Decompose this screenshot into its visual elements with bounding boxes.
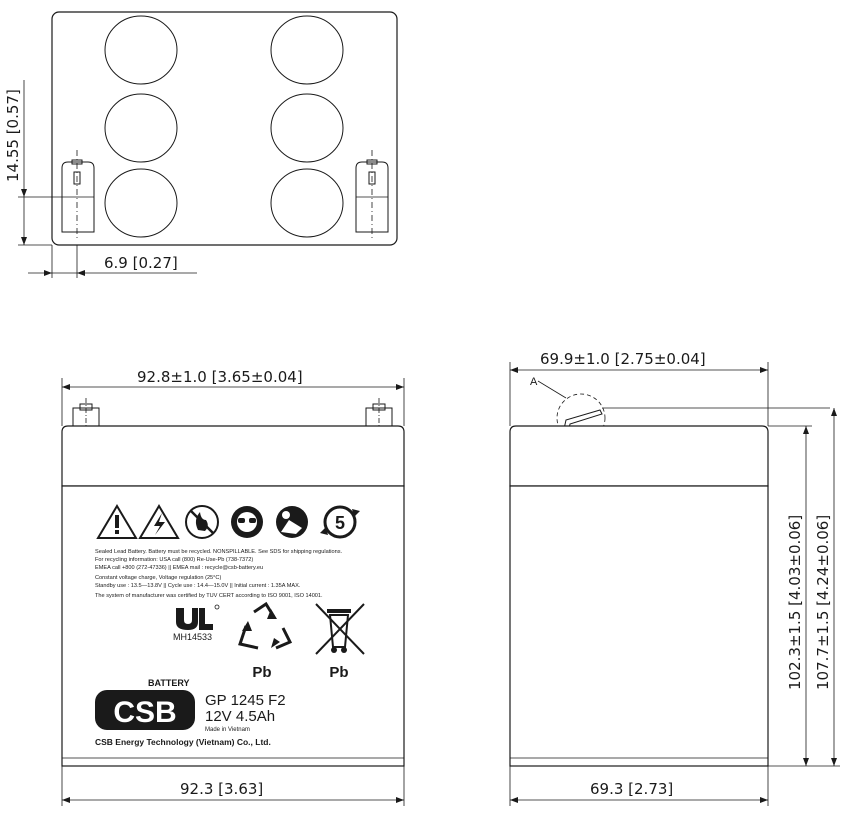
dimension-front-bottom-width: 92.3 [3.63] — [61, 766, 405, 806]
warning-line: EMEA call +800 (272-47336) || EMEA mail … — [95, 565, 263, 571]
warning-line: The system of manufacturer was certified… — [95, 593, 323, 599]
side-view: 69.9±1.0 [2.75±0.04] A 102.3±1.5 [4.03±0… — [509, 350, 840, 806]
warning-line: Sealed Lead Battery. Battery must be rec… — [95, 549, 343, 555]
electric-hazard-icon — [138, 504, 180, 539]
side-case — [509, 485, 769, 767]
dim-label-front-top-width: 92.8±1.0 [3.65±0.04] — [137, 368, 303, 386]
read-manual-icon — [276, 506, 308, 538]
brand-battery-word: BATTERY — [148, 678, 190, 688]
warning-line: Standby use : 13.5—13.8V || Cycle use : … — [95, 583, 301, 589]
crossed-out-bin-icon: Pb — [315, 603, 365, 681]
dim-label-side-height-outer: 107.7±1.5 [4.24±0.06] — [814, 515, 832, 690]
recycle-icon: Pb — [238, 601, 293, 681]
safety-icons: 5 — [96, 504, 360, 539]
dim-label-terminal-height: 14.55 [0.57] — [4, 89, 22, 182]
recycle-5-icon: 5 — [320, 505, 360, 539]
csb-logo-text: CSB — [113, 696, 176, 729]
dimension-side-height-inner: 102.3±1.5 [4.03±0.06] — [768, 425, 840, 767]
ul-recognized-mark: MH14533 — [173, 604, 220, 642]
no-flame-icon — [185, 505, 219, 539]
warning-icon — [96, 504, 138, 539]
made-in: Made in Vietnam — [205, 727, 250, 733]
cycle-number: 5 — [335, 513, 345, 533]
dim-label-side-height-inner: 102.3±1.5 [4.03±0.06] — [786, 515, 804, 690]
front-view: 92.8±1.0 [3.65±0.04] — [61, 368, 405, 806]
warning-line: Constant voltage charge, Voltage regulat… — [95, 575, 221, 581]
cell-cap — [270, 168, 344, 238]
brand-block: BATTERY CSB GP 1245 F2 12V 4.5Ah Made in… — [95, 678, 286, 747]
top-view: 14.55 [0.57] 6.9 [0.27] — [4, 11, 398, 278]
csb-logo — [95, 690, 195, 730]
dimension-side-height-outer: 107.7±1.5 [4.24±0.06] — [814, 408, 837, 766]
cell-cap — [104, 15, 178, 85]
dimension-side-top-width: 69.9±1.0 [2.75±0.04] — [509, 350, 769, 426]
eye-protection-icon — [231, 506, 263, 538]
dimension-front-top-width: 92.8±1.0 [3.65±0.04] — [61, 368, 405, 426]
company-name: CSB Energy Technology (Vietnam) Co., Ltd… — [95, 737, 271, 747]
warning-fine-print: Sealed Lead Battery. Battery must be rec… — [95, 549, 343, 599]
ul-file-number: MH14533 — [173, 632, 212, 642]
dim-label-terminal-offset: 6.9 [0.27] — [104, 254, 178, 272]
terminal-right — [355, 150, 389, 240]
front-lid — [61, 425, 405, 487]
dimension-terminal-height: 14.55 [0.57] — [4, 80, 62, 246]
dim-label-side-bottom-width: 69.3 [2.73] — [590, 780, 673, 798]
cell-cap — [104, 168, 178, 238]
dimension-side-bottom-width: 69.3 [2.73] — [509, 766, 769, 806]
dim-label-side-top-width: 69.9±1.0 [2.75±0.04] — [540, 350, 706, 368]
front-terminal-right — [365, 398, 393, 430]
recycle-label: Pb — [252, 664, 271, 681]
warning-line: For recycling information: USA call (800… — [95, 557, 253, 563]
detail-label: A — [530, 376, 538, 388]
battery-rating: 12V 4.5Ah — [205, 708, 275, 725]
dimension-terminal-offset: 6.9 [0.27] — [28, 245, 197, 278]
cell-cap — [270, 93, 344, 163]
side-lid — [509, 425, 769, 487]
cell-cap — [104, 93, 178, 163]
cell-cap — [270, 15, 344, 85]
bin-label: Pb — [329, 664, 348, 681]
cell-caps — [104, 15, 344, 238]
model-number: GP 1245 F2 — [205, 692, 286, 709]
top-view-outline — [51, 11, 398, 246]
front-terminal-left — [72, 398, 100, 430]
terminal-left — [61, 150, 95, 240]
dim-label-front-bottom-width: 92.3 [3.63] — [180, 780, 263, 798]
